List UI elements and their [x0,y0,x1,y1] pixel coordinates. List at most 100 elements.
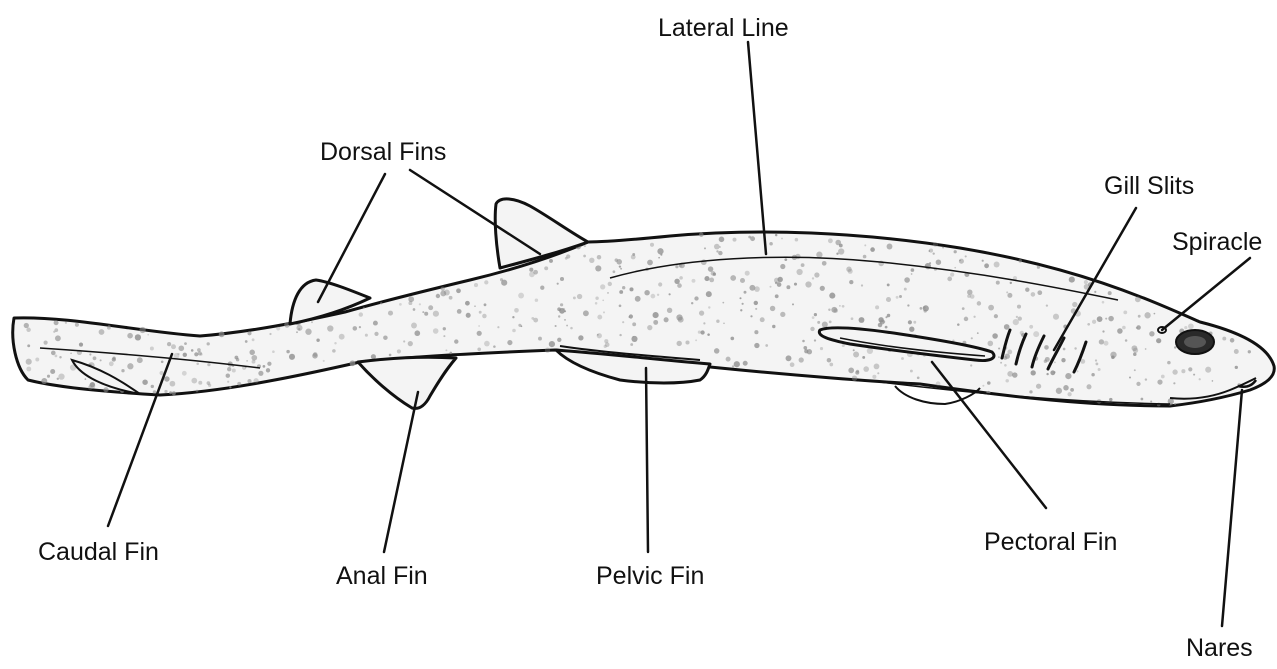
speckle [408,296,414,302]
speckle [692,279,696,283]
speckle [35,358,39,362]
speckle [632,253,635,256]
speckle [359,326,361,328]
speckle [839,305,841,307]
speckle [1061,358,1065,362]
speckle [246,360,248,362]
speckle [842,305,845,308]
speckle [272,350,275,353]
speckle [53,331,55,333]
speckle [359,312,363,316]
speckle [85,378,87,380]
speckle [167,342,171,346]
speckle [1005,379,1008,382]
speckle [89,353,91,355]
speckle [954,250,957,253]
speckle [781,238,783,240]
speckle [748,236,751,239]
speckle [901,357,904,360]
speckle [178,345,184,351]
speckle [403,340,405,342]
speckle [512,329,516,333]
speckle [484,303,487,306]
speckle [514,308,519,313]
speckle [653,320,658,325]
speckle [775,234,777,236]
speckle [172,391,176,395]
speckle [507,340,512,345]
speckle [51,351,56,356]
speckle [838,248,844,254]
speckle [794,283,797,286]
speckle [1098,368,1101,371]
speckle [1007,350,1012,355]
speckle [1149,331,1154,336]
speckle [1095,359,1097,361]
speckle [675,265,678,268]
speckle [629,287,633,291]
speckle [422,311,424,313]
speckle [493,345,496,348]
speckle [183,353,187,357]
speckle [904,288,907,291]
speckle [1046,373,1048,375]
speckle [484,280,488,284]
speckle [801,263,805,267]
speckle [936,259,941,264]
speckle [899,295,902,298]
speckle [560,277,564,281]
speckle [1193,374,1195,376]
label-lateral-line: Lateral Line [658,16,789,41]
speckle [1136,382,1140,386]
speckle [1235,366,1238,369]
speckle [839,244,843,248]
speckle [266,368,270,372]
speckle [237,382,241,386]
speckle [913,321,916,324]
speckle [851,317,854,320]
label-spiracle: Spiracle [1172,230,1262,255]
speckle [870,247,875,252]
speckle [730,275,736,281]
speckle [754,330,758,334]
speckle [1102,330,1104,332]
speckle [695,339,697,341]
speckle [967,289,972,294]
speckle [795,254,800,259]
speckle [560,303,563,306]
speckle [667,308,672,313]
speckle [754,301,758,305]
speckle [862,356,865,359]
speckle [109,361,114,366]
speckle [812,316,815,319]
speckle [65,322,67,324]
speckle [816,252,822,258]
speckle [1070,388,1074,392]
speckle [799,357,804,362]
speckle [745,271,750,276]
speckle [822,321,828,327]
speckle [874,364,880,370]
speckle [604,345,607,348]
speckle [219,331,225,337]
speckle [399,303,402,306]
speckle [127,363,133,369]
speckle [1157,380,1162,385]
speckle [296,331,298,333]
speckle [424,312,428,316]
speckle [1172,369,1177,374]
speckle [521,325,523,327]
speckle [232,369,236,373]
speckle [970,294,975,299]
speckle [896,296,899,299]
speckle [474,283,478,287]
speckle [699,310,704,315]
speckle [608,282,612,286]
speckle [1144,312,1150,318]
speckle [26,328,30,332]
speckle [445,349,447,351]
speckle [777,282,782,287]
speckle [739,297,741,299]
speckle [924,309,927,312]
